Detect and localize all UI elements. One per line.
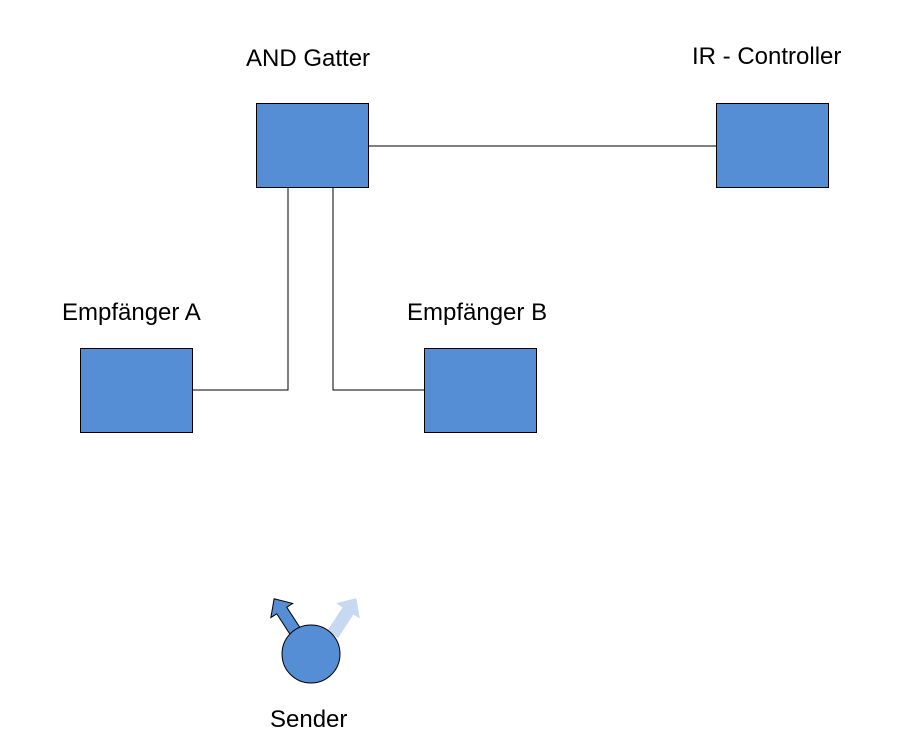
sender-arrow-icon [270, 598, 303, 638]
connector-and-to-receiver-b [332, 187, 424, 391]
receiver-a-label: Empfänger A [62, 299, 201, 326]
and-gate-box [256, 103, 369, 188]
sender-arrow-faded-icon [327, 598, 360, 638]
sender-label: Sender [270, 706, 348, 733]
and-gate-label: AND Gatter [246, 45, 371, 72]
ir-controller-label: IR - Controller [692, 43, 842, 70]
sender-circle [281, 624, 341, 684]
connector-and-to-receiver-a [192, 187, 289, 391]
receiver-a-box [80, 348, 193, 433]
receiver-b-box [424, 348, 537, 433]
receiver-b-label: Empfänger B [407, 299, 548, 326]
ir-controller-box [716, 103, 829, 188]
